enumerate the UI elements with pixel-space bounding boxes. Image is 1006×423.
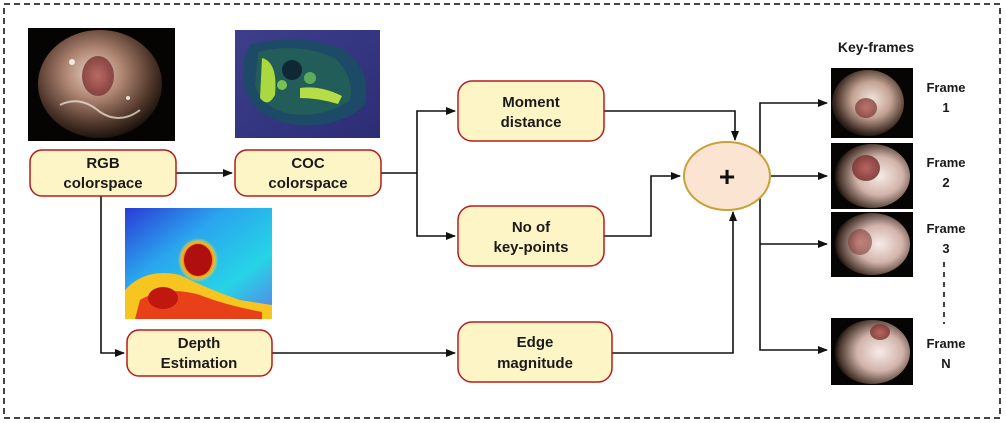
keyframe-image-n [831, 318, 913, 385]
depth-map-image [125, 208, 272, 319]
coc-label-line1: COC [291, 155, 325, 172]
svg-text:Frame: Frame [926, 80, 965, 95]
keyframe-image-2 [831, 143, 913, 209]
rgb-endoscopy-image [28, 28, 175, 141]
svg-text:2: 2 [942, 175, 949, 190]
keyframe-label-1: Frame 1 [926, 80, 965, 115]
rgb-label-line2: colorspace [63, 175, 142, 192]
keyframe-label-3: Frame 3 [926, 221, 965, 256]
svg-text:1: 1 [942, 100, 949, 115]
keyframe-image-1 [831, 68, 913, 138]
depth-label-line1: Depth [178, 335, 221, 352]
plus-symbol: + [719, 161, 735, 192]
svg-text:Frame: Frame [926, 155, 965, 170]
connectors [100, 99, 945, 357]
keypoints-label-line2: key-points [493, 239, 568, 256]
keyframes-title: Key-frames [838, 39, 914, 55]
combine-operator: + [683, 141, 771, 211]
keypoints-label-line1: No of [512, 219, 551, 236]
node-depth-estimation: Depth Estimation [126, 329, 273, 377]
coc-colorspace-image [235, 30, 380, 138]
svg-text:3: 3 [942, 241, 949, 256]
node-moment-distance: Moment distance [457, 80, 605, 142]
node-coc-colorspace: COC colorspace [234, 149, 382, 197]
svg-text:Frame: Frame [926, 221, 965, 236]
coc-label-line2: colorspace [268, 175, 347, 192]
node-edge-magnitude: Edge magnitude [457, 321, 613, 383]
edge-label-line1: Edge [517, 334, 554, 351]
svg-text:N: N [941, 356, 950, 371]
outer-border [3, 3, 1001, 419]
node-no-of-keypoints: No of key-points [457, 205, 605, 267]
node-rgb-colorspace: RGB colorspace [29, 149, 177, 197]
keyframe-label-2: Frame 2 [926, 155, 965, 190]
svg-text:Frame: Frame [926, 336, 965, 351]
moment-label-line2: distance [501, 114, 562, 131]
moment-label-line1: Moment [502, 94, 560, 111]
keyframe-image-3 [831, 212, 913, 277]
edge-label-line2: magnitude [497, 355, 573, 372]
keyframe-label-n: Frame N [926, 336, 965, 371]
depth-label-line2: Estimation [161, 355, 238, 372]
rgb-label-line1: RGB [86, 155, 120, 172]
